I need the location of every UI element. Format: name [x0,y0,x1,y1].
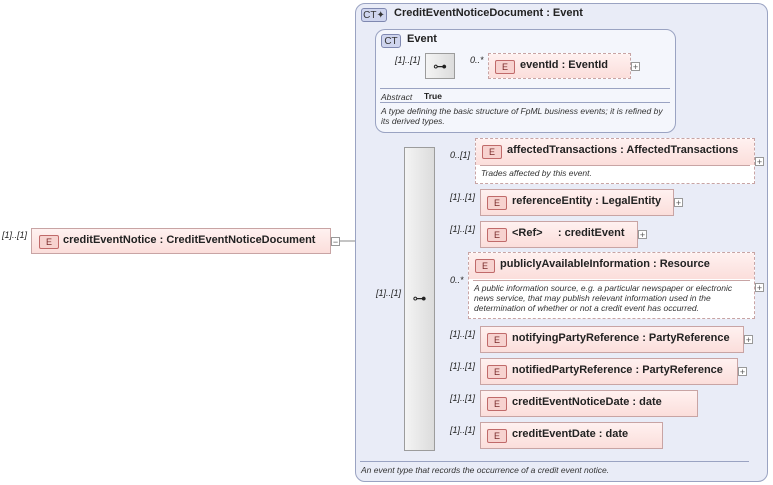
element-label: notifiedPartyReference : PartyReference [512,364,723,376]
credit-event-ref-element[interactable]: E <Ref> : creditEvent [480,221,638,248]
sequence-compositor-main[interactable]: ⊶ [404,147,435,451]
element-badge: E [39,235,59,249]
event-id-label: eventId : EventId [520,59,609,71]
base-type-doc: A type defining the basic structure of F… [381,106,663,126]
element-label: creditEventDate : date [512,428,629,440]
element-cardinality: [1]..[1] [450,329,476,339]
element-label: affectedTransactions : AffectedTransacti… [507,144,739,156]
base-type-title: Event [407,33,437,45]
credit-event-date-element[interactable]: E creditEventDate : date [480,422,663,449]
element-badge: E [495,60,515,74]
divider [380,102,670,103]
complex-type-doc: An event type that records the occurrenc… [361,465,610,475]
element-label: publiclyAvailableInformation : Resource [500,258,710,270]
plus-icon[interactable]: + [631,62,640,72]
element-badge: E [487,365,507,379]
event-id-cardinality: 0..* [470,55,484,65]
element-cardinality: [1]..[1] [450,361,476,371]
plus-icon[interactable]: + [738,367,747,377]
plus-icon[interactable]: + [674,198,683,208]
reference-entity-element[interactable]: E referenceEntity : LegalEntity [480,189,674,216]
root-element-box[interactable]: E creditEventNotice : CreditEventNoticeD… [31,228,331,254]
sequence-cardinality: [1]..[1] [376,288,402,298]
element-cardinality: [1]..[1] [450,192,476,202]
divider [380,88,670,89]
element-badge: E [487,333,507,347]
complex-type-title: CreditEventNoticeDocument : Event [394,7,583,19]
element-doc: A public information source, e.g. a part… [474,283,733,313]
element-badge: E [487,196,507,210]
abstract-value: True [424,91,442,101]
abstract-label: Abstract [381,92,413,102]
element-badge: E [482,145,502,159]
sequence-icon: ⊶ [412,290,427,306]
minus-icon[interactable]: − [331,237,340,247]
element-badge: E [487,397,507,411]
element-label: creditEventNoticeDate : date [512,396,662,408]
ct-badge: CT [381,34,401,48]
element-badge: E [487,228,507,242]
extension-icon: CT✦ [361,8,387,22]
element-label: notifyingPartyReference : PartyReference [512,332,730,344]
event-id-element[interactable]: E eventId : EventId [488,53,631,79]
element-cardinality: 0..[1] [450,150,471,160]
element-cardinality: [1]..[1] [450,425,476,435]
divider [360,461,749,462]
plus-icon[interactable]: + [755,157,764,167]
element-badge: E [487,429,507,443]
element-cardinality: 0..* [450,275,464,285]
publicly-available-information-element[interactable]: E publiclyAvailableInformation : Resourc… [468,252,755,319]
credit-event-notice-date-element[interactable]: E creditEventNoticeDate : date [480,390,698,417]
base-sequence-cardinality: [1]..[1] [395,55,421,65]
notified-party-reference-element[interactable]: E notifiedPartyReference : PartyReferenc… [480,358,738,385]
plus-icon[interactable]: + [755,283,764,293]
element-doc: Trades affected by this event. [481,168,592,178]
element-badge: E [475,259,495,273]
plus-icon[interactable]: + [638,230,647,240]
notifying-party-reference-element[interactable]: E notifyingPartyReference : PartyReferen… [480,326,744,353]
element-label: referenceEntity : LegalEntity [512,195,662,207]
element-label: <Ref> : creditEvent [512,227,625,239]
element-cardinality: [1]..[1] [450,224,476,234]
plus-icon[interactable]: + [744,335,753,345]
root-cardinality: [1]..[1] [2,230,28,240]
affected-transactions-element[interactable]: E affectedTransactions : AffectedTransac… [475,138,755,184]
sequence-icon: ⊶ [433,58,447,74]
element-cardinality: [1]..[1] [450,393,476,403]
sequence-compositor[interactable]: ⊶ [425,53,455,79]
base-type-box [375,29,676,133]
root-element-name: creditEventNotice : CreditEventNoticeDoc… [63,234,316,246]
